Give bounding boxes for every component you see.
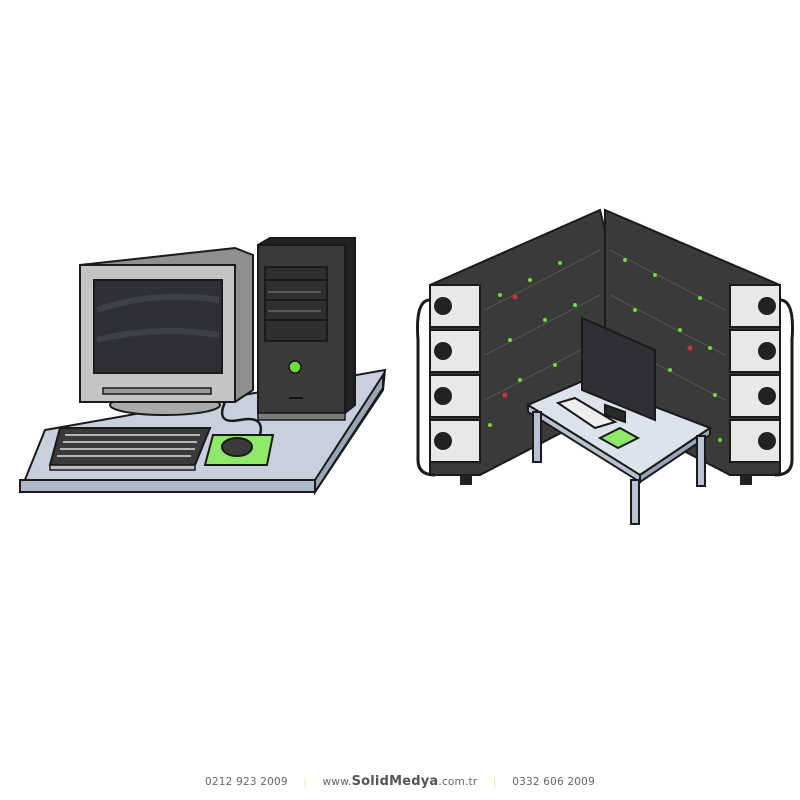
website-link[interactable]: www.SolidMedya.com.tr xyxy=(322,774,478,789)
tower-case xyxy=(257,237,356,421)
url-prefix: www. xyxy=(322,776,352,788)
server-room-illustration xyxy=(416,208,794,525)
separator: | xyxy=(303,776,308,788)
crt-monitor xyxy=(79,246,254,416)
mouse xyxy=(221,437,253,457)
phone-left: 0212 923 2009 xyxy=(205,776,288,788)
keyboard xyxy=(555,396,618,430)
mouse-pad xyxy=(597,426,641,450)
phone-right: 0332 606 2009 xyxy=(512,776,595,788)
keyboard xyxy=(48,427,212,471)
url-suffix: .com.tr xyxy=(438,776,478,788)
desktop-computer-illustration xyxy=(18,237,387,496)
power-led-icon xyxy=(288,360,302,374)
separator: | xyxy=(492,776,497,788)
contact-footer: 0212 923 2009 | www.SolidMedya.com.tr | … xyxy=(0,774,800,789)
url-brand: SolidMedya xyxy=(351,774,439,789)
lcd-monitor xyxy=(581,316,656,424)
